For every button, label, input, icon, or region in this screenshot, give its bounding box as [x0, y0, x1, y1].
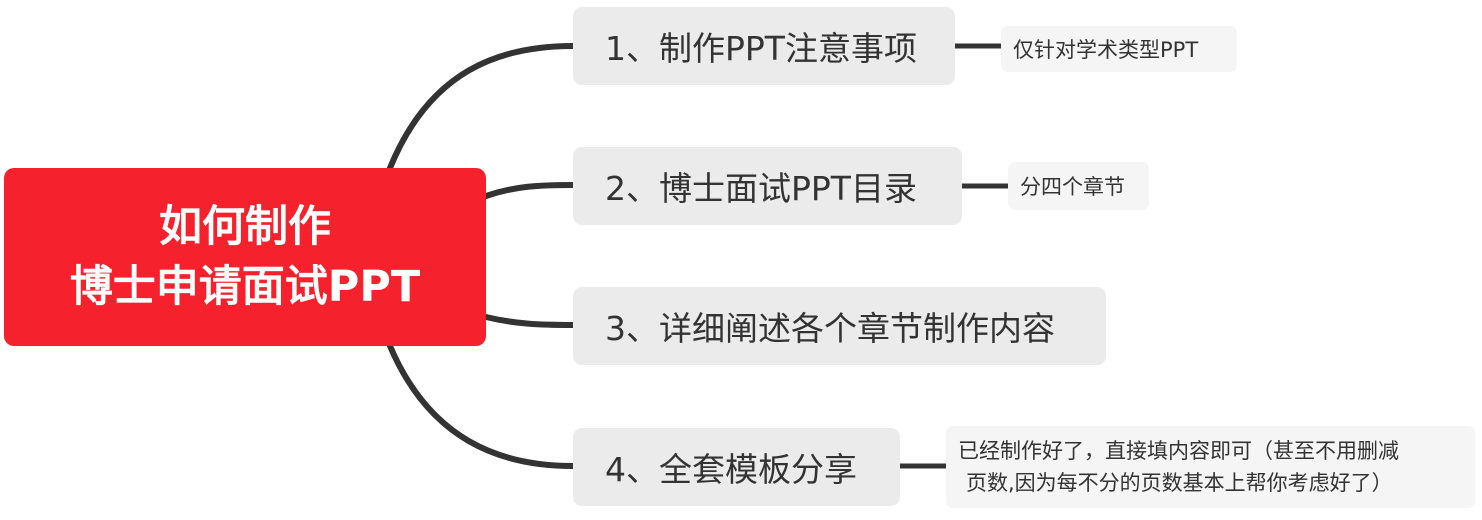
- root-topic[interactable]: 如何制作 博士申请面试PPT: [4, 168, 486, 346]
- subtopic-2-text: 分四个章节: [1020, 175, 1125, 199]
- branch-topic-1[interactable]: 1、制作PPT注意事项: [573, 7, 955, 85]
- branch-topic-4-label: 4、全套模板分享: [605, 450, 857, 489]
- branch-topic-3-label: 3、详细阐述各个章节制作内容: [605, 309, 1055, 348]
- connector-root-branch-4: [387, 343, 576, 469]
- branch-topic-2[interactable]: 2、博士面试PPT目录: [573, 147, 962, 225]
- root-topic-line-1: 如何制作: [159, 202, 331, 252]
- subtopic-3[interactable]: 已经制作好了，直接填内容即可（甚至不用删减 页数,因为每不分的页数基本上帮你考虑…: [946, 426, 1475, 508]
- branch-topic-1-label: 1、制作PPT注意事项: [605, 29, 917, 68]
- root-topic-line-2: 博士申请面试PPT: [69, 262, 421, 312]
- subtopic-3-line-2: 页数,因为每不分的页数基本上帮你考虑好了）: [966, 471, 1393, 495]
- subtopic-1[interactable]: 仅针对学术类型PPT: [1001, 26, 1237, 72]
- branch-topic-2-label: 2、博士面试PPT目录: [605, 169, 917, 208]
- branch-topic-4[interactable]: 4、全套模板分享: [573, 428, 900, 506]
- subtopic-3-line-1: 已经制作好了，直接填内容即可（甚至不用删减: [958, 439, 1399, 463]
- connector-root-branch-2: [483, 182, 576, 199]
- connector-root-branch-3: [483, 314, 576, 328]
- subtopic-2[interactable]: 分四个章节: [1008, 162, 1149, 210]
- connector-root-branch-1: [387, 43, 576, 171]
- subtopic-1-text: 仅针对学术类型PPT: [1013, 38, 1199, 62]
- branch-topic-3[interactable]: 3、详细阐述各个章节制作内容: [573, 287, 1106, 365]
